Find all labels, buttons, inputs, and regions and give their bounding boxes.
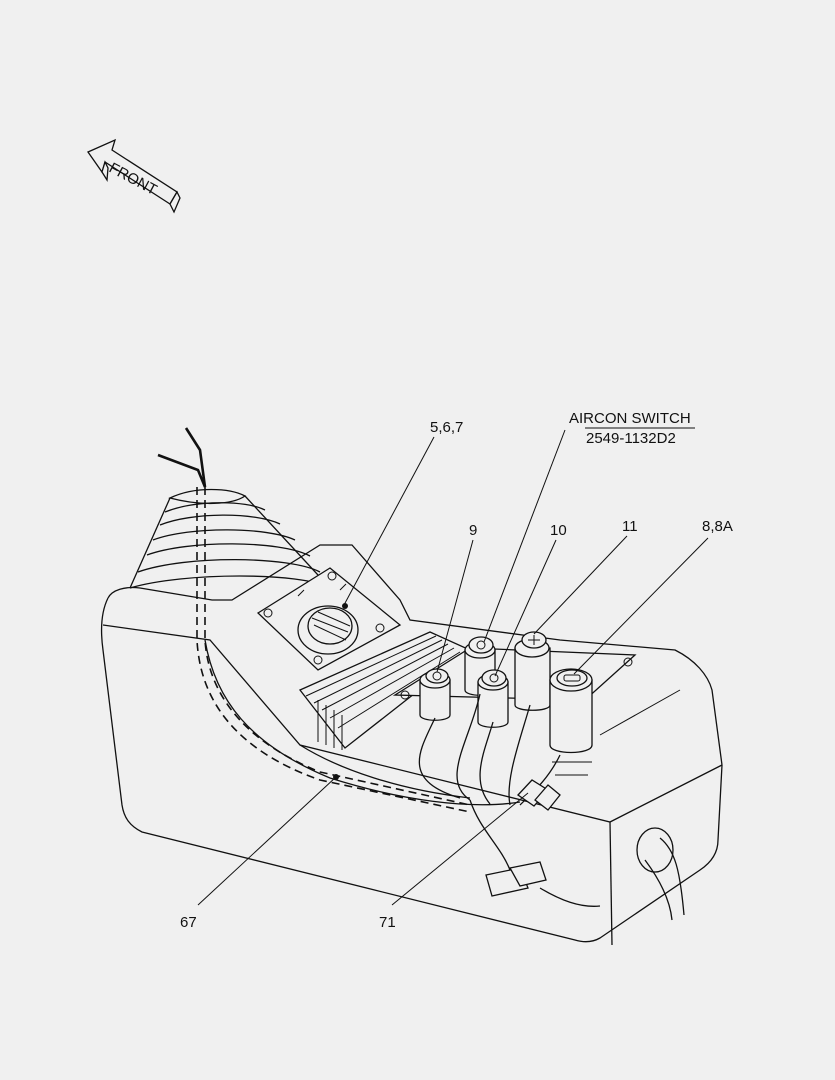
callout-10: 10 — [550, 522, 567, 539]
callout-9: 9 — [469, 522, 477, 539]
leader-lines — [197, 427, 709, 906]
switch-11 — [514, 631, 551, 711]
callout-labels: 5,6,7 AIRCON SWITCH 2549-1132D2 9 10 11 … — [180, 410, 733, 931]
callout-aircon-part: 2549-1132D2 — [586, 430, 676, 447]
switch-10 — [477, 669, 509, 728]
switch-8-key — [549, 668, 593, 776]
callout-67: 67 — [180, 914, 197, 931]
callout-71: 71 — [379, 914, 396, 931]
rotary-switch-panel — [256, 567, 402, 671]
callout-aircon-title: AIRCON SWITCH — [569, 410, 691, 427]
callout-11: 11 — [622, 518, 638, 535]
joystick-boot — [129, 427, 331, 589]
front-arrow: FRONT — [87, 138, 181, 214]
callout-8-8a: 8,8A — [702, 518, 733, 535]
wire-harness — [196, 487, 685, 921]
switch-9 — [419, 668, 451, 721]
callout-5-6-7: 5,6,7 — [430, 419, 463, 436]
console-body — [101, 544, 723, 946]
